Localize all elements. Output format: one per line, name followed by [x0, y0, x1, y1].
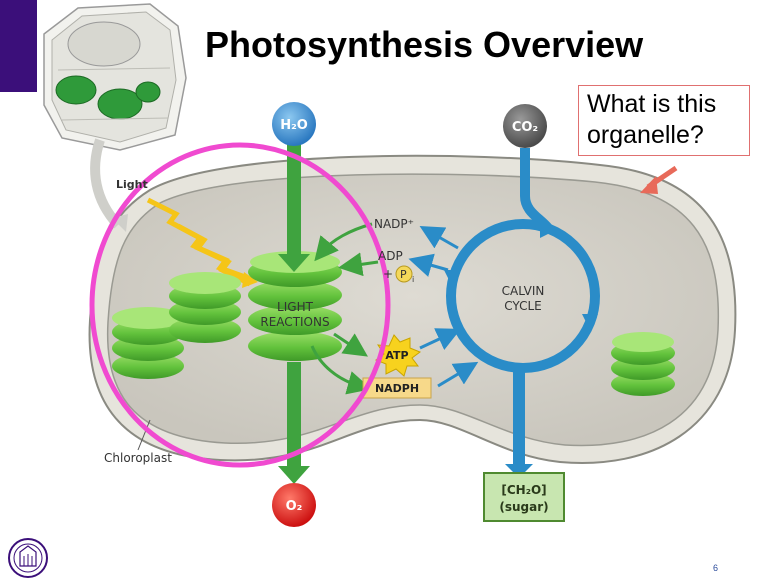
light-label: Light: [116, 178, 148, 191]
sugar-box: [483, 472, 565, 522]
pi-label: P: [400, 268, 407, 281]
plant-cell-icon: [43, 3, 187, 232]
h2o-molecule: [272, 102, 316, 146]
light-reactions-label-2: REACTIONS: [260, 315, 329, 329]
h2o-label: H₂O: [280, 118, 308, 133]
plus-label: +: [383, 267, 393, 281]
o2-output-arrow: [278, 362, 310, 484]
callout-line-2: organelle?: [587, 121, 704, 149]
atp-label: ATP: [385, 349, 408, 362]
sugar-label-1: [CH₂O]: [501, 483, 546, 497]
callout-arrow: [640, 165, 678, 194]
co2-input-arrow: [520, 148, 552, 232]
atp-nadph-arrows: [310, 328, 479, 395]
thylakoid-stack-center: [248, 251, 342, 361]
nadp-plus-label: NADP⁺: [374, 217, 414, 231]
thylakoid-stack-mid: [169, 272, 241, 343]
calvin-cycle-label-1: CALVIN: [502, 284, 545, 298]
light-rays: [146, 197, 258, 288]
question-callout: What is this organelle?: [578, 85, 750, 156]
accent-bar: [0, 0, 37, 92]
sugar-output-arrow: [505, 368, 533, 478]
o2-molecule: [272, 483, 316, 527]
phosphate-icon: [395, 265, 413, 283]
nadph-label: NADPH: [375, 382, 419, 395]
chloroplast-pointer: [137, 419, 151, 451]
co2-label: CO₂: [512, 120, 538, 135]
adp-label: ADP: [378, 249, 403, 263]
o2-label: O₂: [286, 499, 303, 514]
sugar-label-2: (sugar): [499, 500, 548, 514]
thylakoid-stack-left: [112, 307, 184, 379]
university-seal-icon: [8, 538, 48, 578]
slide-title: Photosynthesis Overview: [205, 24, 644, 65]
highlight-circle: [89, 142, 391, 468]
pi-sub-label: i: [412, 275, 414, 284]
calvin-cycle-label-2: CYCLE: [504, 299, 542, 313]
h2o-input-arrow: [278, 140, 310, 272]
thylakoid-stack-right: [611, 332, 675, 396]
chloroplast-label: Chloroplast: [104, 451, 172, 465]
co2-molecule: [503, 104, 547, 148]
light-reactions-label-1: LIGHT: [277, 300, 314, 314]
nadph-box: [362, 377, 432, 399]
page-number: 6: [713, 563, 719, 573]
callout-line-1: What is this: [587, 90, 717, 118]
